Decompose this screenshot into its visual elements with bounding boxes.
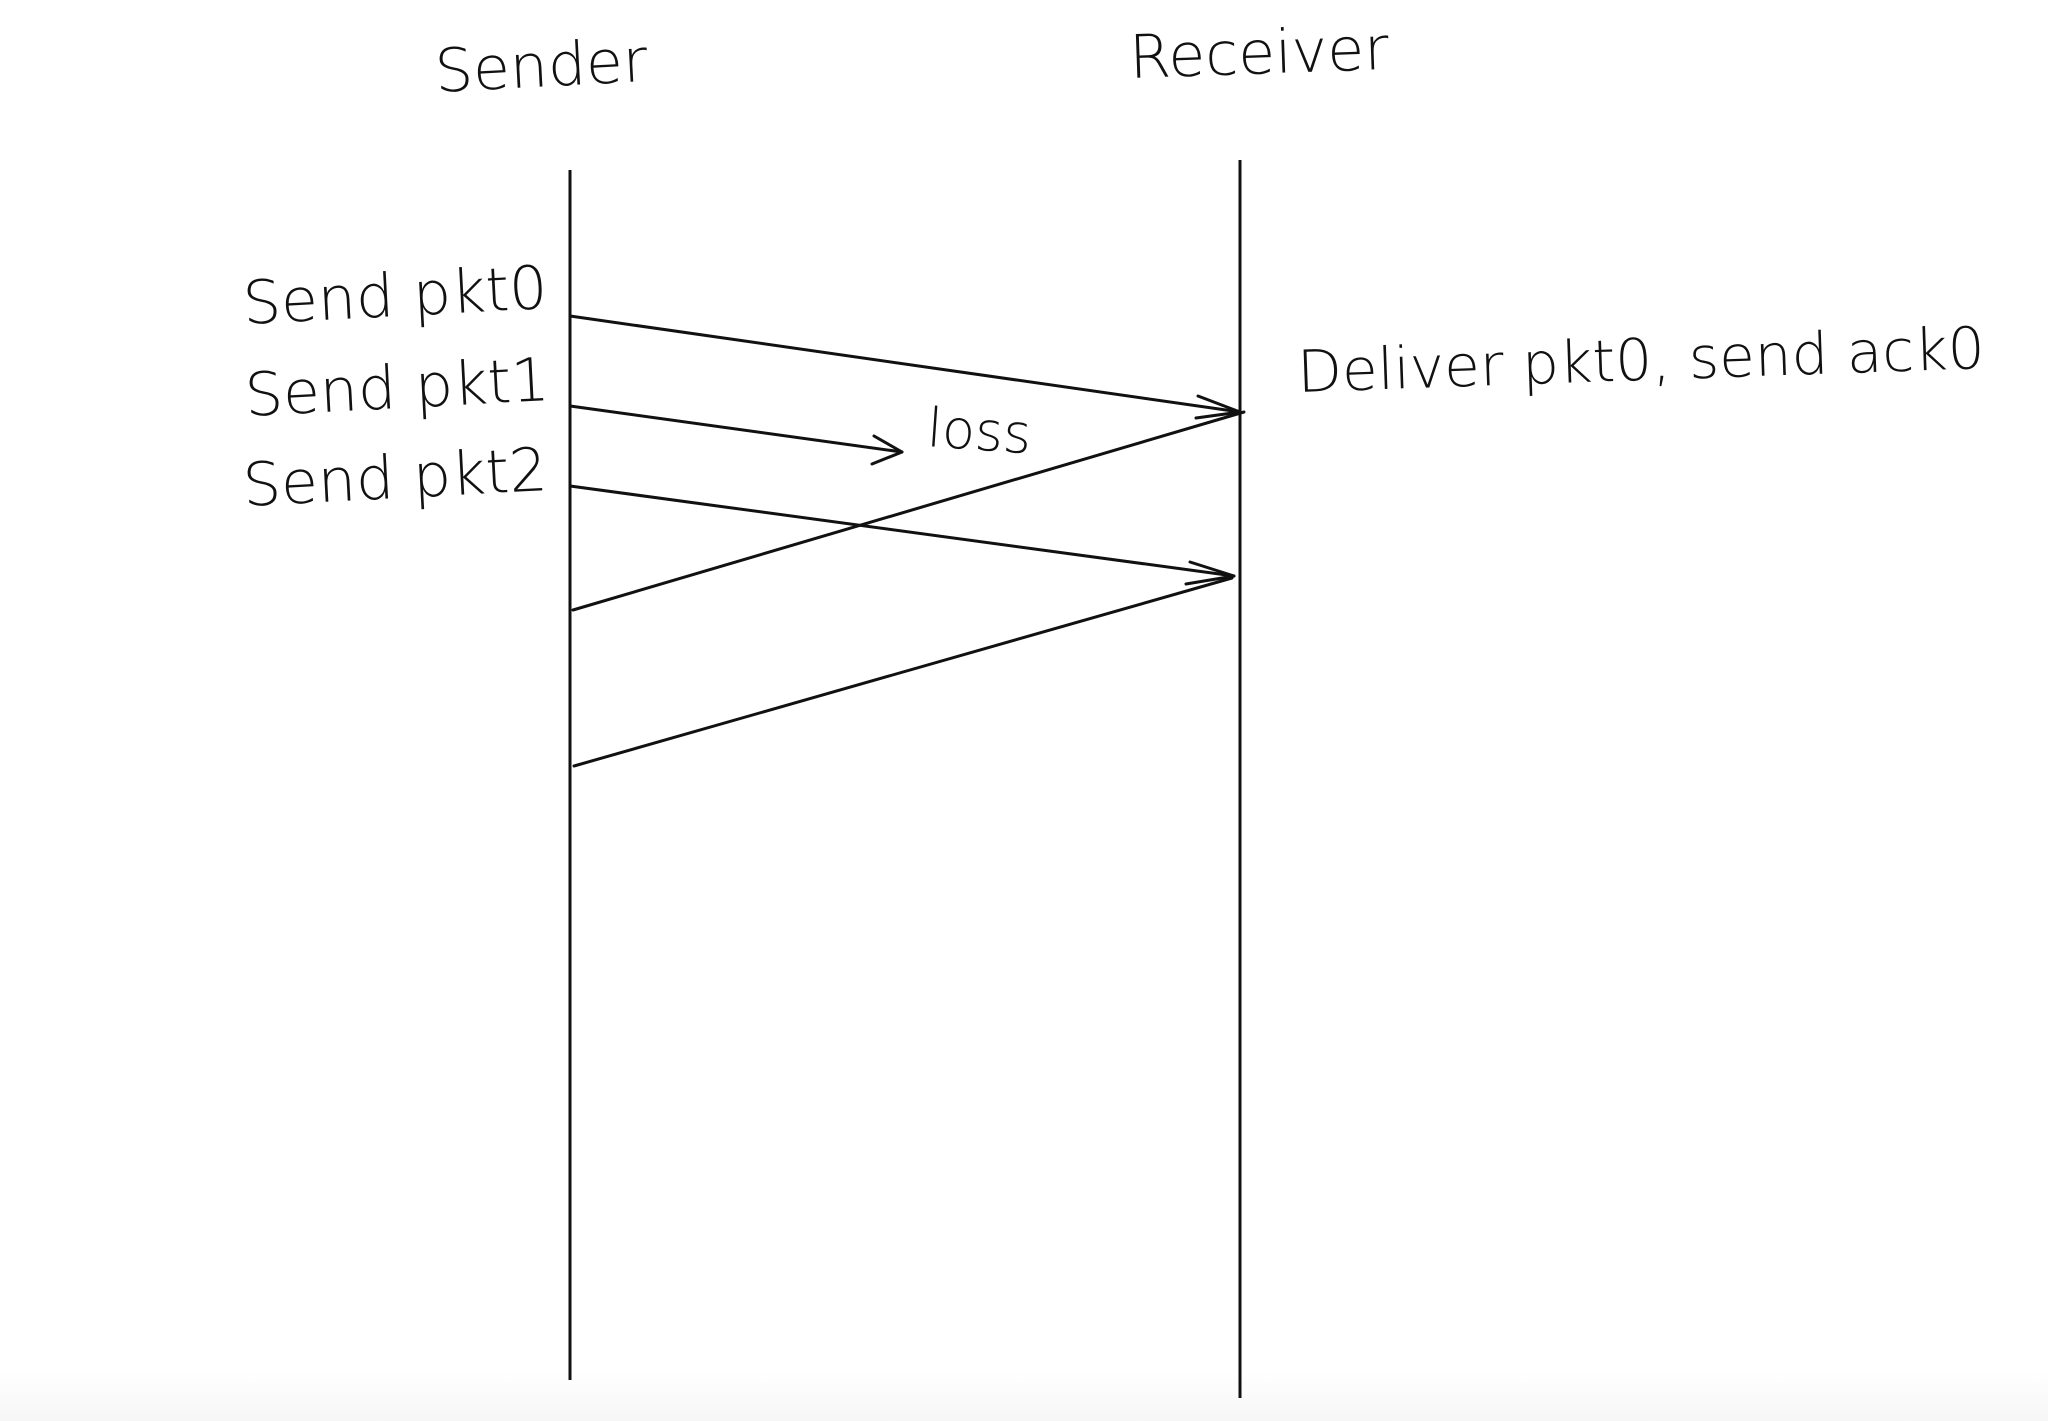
loss-label: loss (925, 396, 1033, 466)
pkt1-line (568, 404, 904, 454)
pkt0-arrow (568, 314, 1242, 420)
receiver-label: Receiver (1128, 14, 1390, 93)
sender-label: Sender (433, 26, 649, 107)
ack0-line (571, 410, 1246, 612)
pkt0-line (568, 314, 1242, 414)
send-pkt0-label: Send pkt0 (241, 253, 549, 339)
pkt2-line (568, 484, 1236, 578)
send-pkt1-label: Send pkt1 (243, 345, 551, 431)
page-bottom-shade (0, 1372, 2048, 1421)
pkt2-arrowhead (1184, 560, 1236, 586)
ack-pkt2-line (572, 576, 1234, 768)
pkt1-arrowhead (870, 434, 904, 466)
pkt2-arrow (568, 484, 1236, 586)
send-pkt2-label: Send pkt2 (241, 435, 549, 521)
pkt1-arrow (568, 404, 904, 466)
receiver-action-label: Deliver pkt0, send ack0 (1296, 314, 1986, 406)
